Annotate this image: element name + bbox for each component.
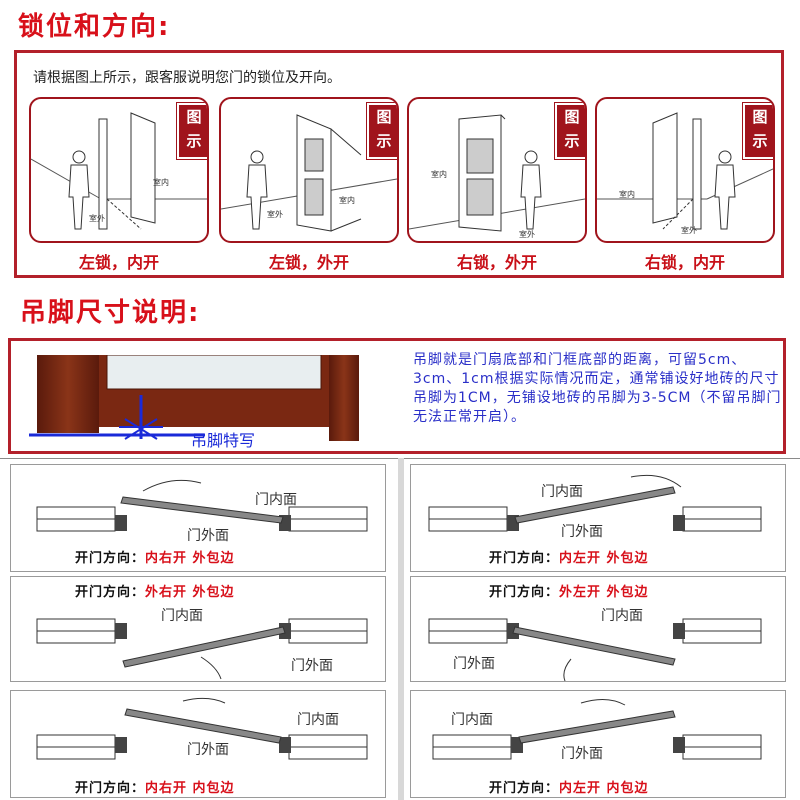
lock-section-frame: 请根据图上所示，跟客服说明您门的锁位及开向。 图 示 室内 室外 左锁，内开: [14, 50, 784, 278]
direction-value: 内右开 外包边: [145, 551, 235, 566]
direction-row: 开门方向：外右开 外包边: [75, 581, 235, 600]
center-gutter: [398, 458, 404, 800]
wall-door-diagram: [428, 474, 762, 532]
direction-value: 内左开 外包边: [559, 551, 649, 566]
diagram-badge: 图 示: [554, 102, 585, 160]
door-diagram: [597, 112, 773, 230]
lock-caption-4: 右锁，内开: [644, 253, 725, 272]
door-diagram: [31, 112, 207, 230]
inner-face-label: 门内面: [601, 608, 643, 624]
wall-door-diagram: [432, 699, 762, 760]
diagram-badge: 图 示: [742, 102, 773, 160]
leg-closeup-label: 吊脚特写: [191, 431, 256, 450]
inner-face-label: 门内面: [255, 492, 297, 508]
indoor-label: 室内: [153, 178, 169, 187]
direction-label: 开门方向：: [489, 551, 560, 566]
inner-face-label: 门内面: [297, 712, 339, 728]
opening-panel-6: 门内面 门外面 开门方向：内左开 内包边: [410, 690, 786, 798]
direction-value: 外右开 外包边: [145, 585, 235, 600]
outer-face-label: 门外面: [561, 746, 603, 762]
lock-caption-3: 右锁，外开: [456, 253, 537, 272]
direction-label: 开门方向：: [489, 585, 560, 600]
lock-card-left-inward: 图 示 室内 室外: [29, 97, 209, 243]
indoor-label: 室内: [431, 170, 447, 179]
door-bottom-illustration: [29, 354, 369, 441]
lock-section-title: 锁位和方向:: [18, 12, 171, 42]
inner-face-label: 门内面: [541, 484, 583, 500]
opening-panel-3: 开门方向：外右开 外包边 门内面 门外面: [10, 576, 386, 682]
diagram-badge: 图 示: [176, 102, 207, 160]
opening-panel-4: 开门方向：外左开 外包边 门内面 门外面: [410, 576, 786, 682]
outer-face-label: 门外面: [187, 528, 229, 544]
outdoor-label: 室外: [681, 226, 697, 235]
direction-value: 外左开 外包边: [559, 585, 649, 600]
outer-face-label: 门外面: [561, 524, 603, 540]
opening-panel-5: 门内面 门外面 开门方向：内右开 内包边: [10, 690, 386, 798]
wall-door-diagram: [36, 618, 368, 680]
direction-row: 开门方向：内右开 外包边: [75, 547, 235, 566]
door-diagram: [409, 114, 585, 232]
lock-caption-1: 左锁，内开: [78, 253, 159, 272]
door-leg-photo: [29, 354, 369, 441]
outer-face-label: 门外面: [453, 656, 495, 672]
wall-door-diagram: [36, 697, 368, 760]
outer-face-label: 门外面: [291, 658, 333, 674]
leg-section-frame: 吊脚特写 吊脚就是门扇底部和门框底部的距离，可留5cm、3cm、1cm根据实际情…: [8, 338, 786, 454]
diagram-badge: 图 示: [366, 102, 397, 160]
lock-instruction: 请根据图上所示，跟客服说明您门的锁位及开向。: [33, 70, 341, 86]
direction-label: 开门方向：: [75, 551, 146, 566]
opening-panel-2: 门内面 门外面 开门方向：内左开 外包边: [410, 464, 786, 572]
door-diagram: [221, 114, 397, 232]
lock-card-left-outward: 图 示 室内 室外: [219, 97, 399, 243]
wall-door-diagram: [36, 479, 368, 532]
direction-row: 开门方向：外左开 外包边: [489, 581, 649, 600]
direction-row: 开门方向：内右开 内包边: [75, 777, 235, 796]
lock-card-right-inward: 图 示 室内 室外: [595, 97, 775, 243]
outdoor-label: 室外: [519, 230, 535, 239]
direction-value: 内右开 内包边: [145, 781, 235, 796]
indoor-label: 室内: [339, 196, 355, 205]
lock-card-right-outward: 图 示 室内 室外: [407, 97, 587, 243]
direction-value: 内左开 内包边: [559, 781, 649, 796]
lock-caption-2: 左锁，外开: [268, 253, 349, 272]
direction-row: 开门方向：内左开 外包边: [489, 547, 649, 566]
indoor-label: 室内: [619, 190, 635, 199]
direction-label: 开门方向：: [75, 781, 146, 796]
opening-panel-1: 门内面 门外面 开门方向：内右开 外包边: [10, 464, 386, 572]
inner-face-label: 门内面: [161, 608, 203, 624]
direction-row: 开门方向：内左开 内包边: [489, 777, 649, 796]
leg-description: 吊脚就是门扇底部和门框底部的距离，可留5cm、3cm、1cm根据实际情况而定，通…: [413, 352, 782, 425]
direction-label: 开门方向：: [75, 585, 146, 600]
outdoor-label: 室外: [89, 214, 105, 223]
inner-face-label: 门内面: [451, 712, 493, 728]
outer-face-label: 门外面: [187, 742, 229, 758]
leg-section-title: 吊脚尺寸说明:: [20, 298, 201, 328]
outdoor-label: 室外: [267, 210, 283, 219]
direction-label: 开门方向：: [489, 781, 560, 796]
wall-door-diagram: [428, 618, 762, 681]
